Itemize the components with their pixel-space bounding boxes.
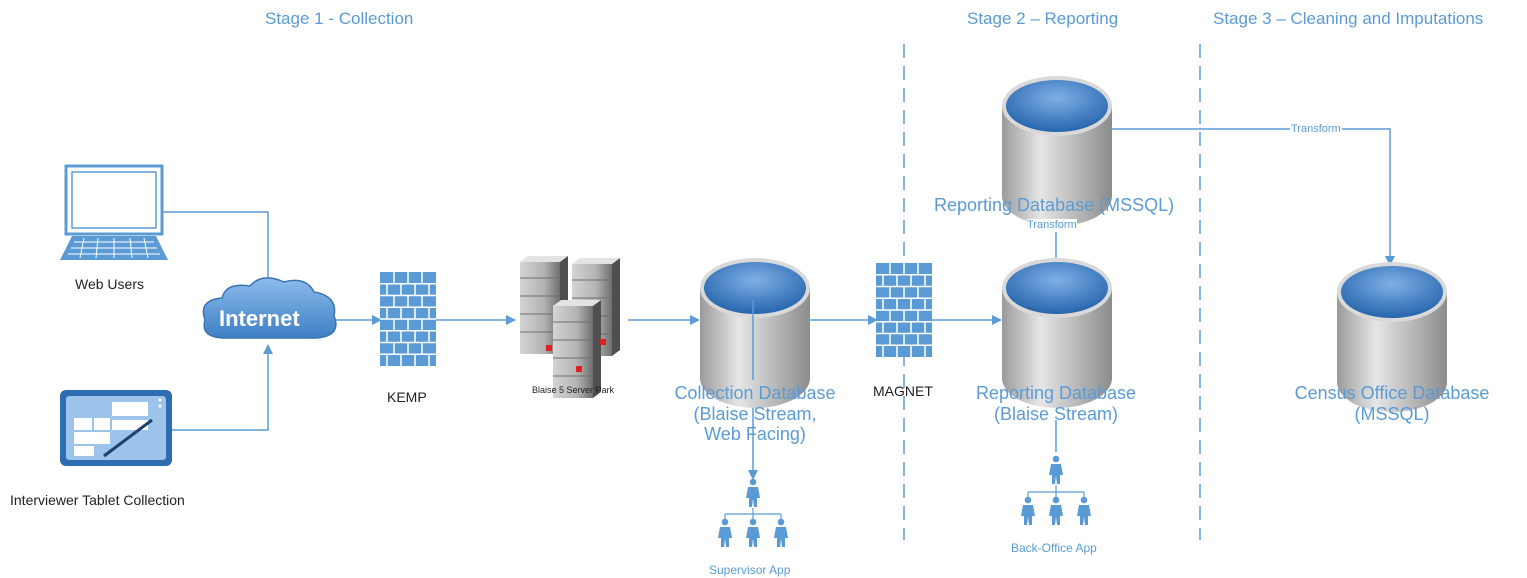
supervisor-app-label: Supervisor App: [709, 563, 791, 577]
reporting-database-mssql-label: Reporting Database (MSSQL): [934, 195, 1175, 215]
web-users-label: Web Users: [75, 276, 144, 292]
server-park-label: Blaise 5 Server Park: [532, 385, 615, 395]
kemp-firewall-icon: [379, 271, 437, 367]
tablet-icon: [60, 390, 172, 466]
census-database-label: Census Office Database (MSSQL): [1294, 383, 1490, 424]
server-park-icon: [519, 255, 621, 399]
back-office-app-label: Back-Office App: [1011, 541, 1097, 555]
edge-web-users-internet: [162, 211, 273, 288]
laptop-icon: [60, 164, 168, 260]
tablet-label: Interviewer Tablet Collection: [10, 492, 185, 508]
collection-database-label: Collection Database (Blaise Stream, Web …: [674, 383, 836, 445]
back-office-group-icon: [1021, 455, 1091, 525]
transform-vertical-label: Transform: [1027, 219, 1077, 232]
reporting-database-stream-label: Reporting Database (Blaise Stream): [975, 383, 1137, 424]
stage-3-heading: Stage 3 – Cleaning and Imputations: [1213, 9, 1484, 28]
transform-horizontal-label: Transform: [1290, 123, 1342, 136]
edge-mssql-census: [1110, 128, 1395, 266]
magnet-label: MAGNET: [873, 383, 933, 399]
internet-label: Internet: [219, 306, 300, 331]
kemp-label: KEMP: [387, 389, 427, 405]
stage-2-heading: Stage 2 – Reporting: [967, 9, 1119, 28]
stage-1-heading: Stage 1 - Collection: [265, 9, 414, 28]
supervisor-group-icon: [718, 478, 788, 547]
edge-tablet-internet: [172, 344, 273, 431]
magnet-firewall-icon: [875, 262, 933, 358]
cloud-icon: [202, 277, 337, 339]
